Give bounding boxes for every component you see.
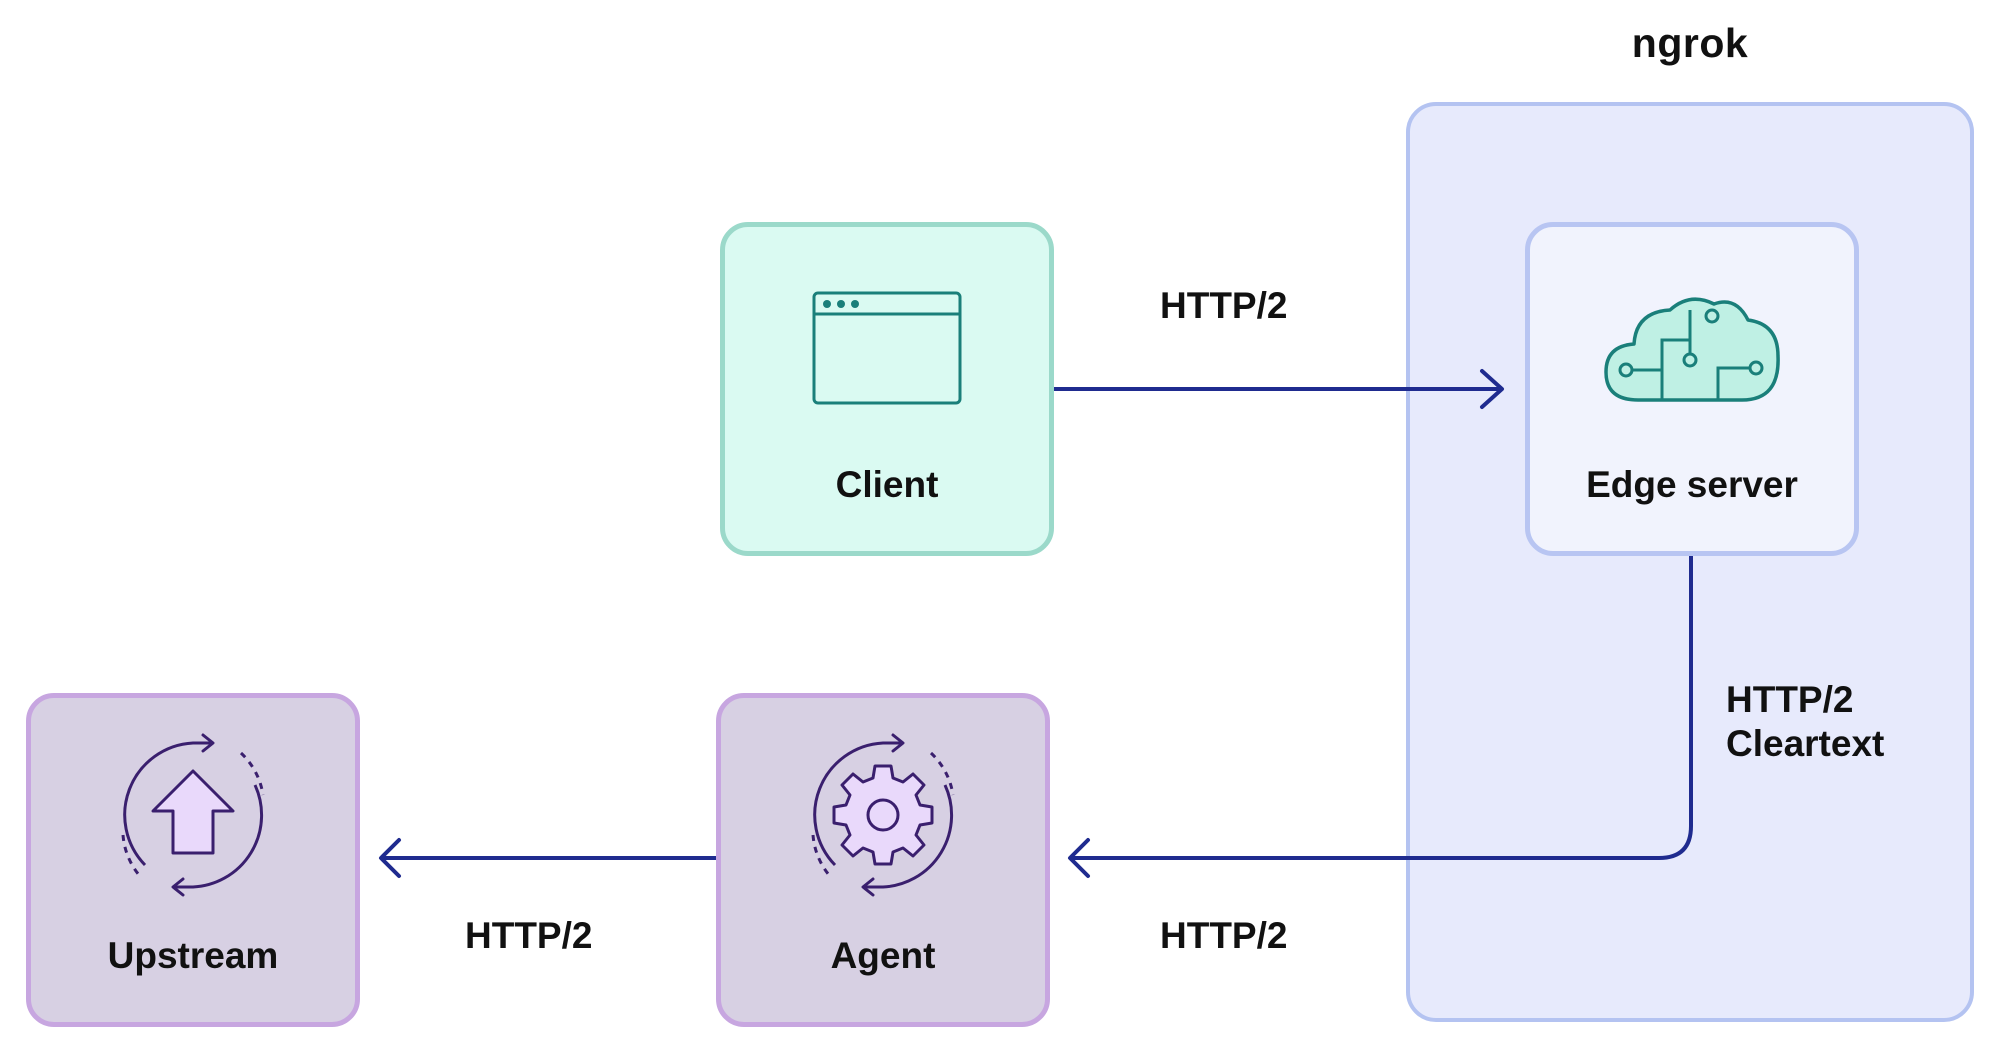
client-label: Client: [835, 464, 939, 505]
edge-server-node: Edge server: [1525, 222, 1859, 556]
cloud-circuit-icon: [1604, 297, 1780, 402]
upstream-label: Upstream: [107, 935, 279, 976]
edge-server-label: Edge server: [1586, 464, 1798, 505]
arrow-client-to-edge: [1054, 369, 1504, 409]
browser-window-icon: [812, 291, 962, 405]
upstream-node: Upstream: [26, 693, 360, 1027]
agent-node: Agent: [716, 693, 1050, 1027]
edge-to-agent-label-line2: Cleartext: [1726, 723, 1885, 764]
edge-to-agent-label-line1: HTTP/2: [1726, 679, 1854, 720]
arrow-edge-to-agent: [1068, 556, 1693, 878]
upload-sync-icon: [121, 733, 265, 897]
client-node: Client: [720, 222, 1054, 556]
agent-inbound-label: HTTP/2: [1160, 915, 1288, 956]
agent-to-upstream-label: HTTP/2: [465, 915, 593, 956]
ngrok-group-title: ngrok: [1631, 20, 1749, 66]
gear-sync-icon: [811, 733, 955, 897]
client-to-edge-label: HTTP/2: [1160, 285, 1288, 326]
agent-label: Agent: [830, 935, 936, 976]
arrow-agent-to-upstream: [379, 838, 716, 878]
